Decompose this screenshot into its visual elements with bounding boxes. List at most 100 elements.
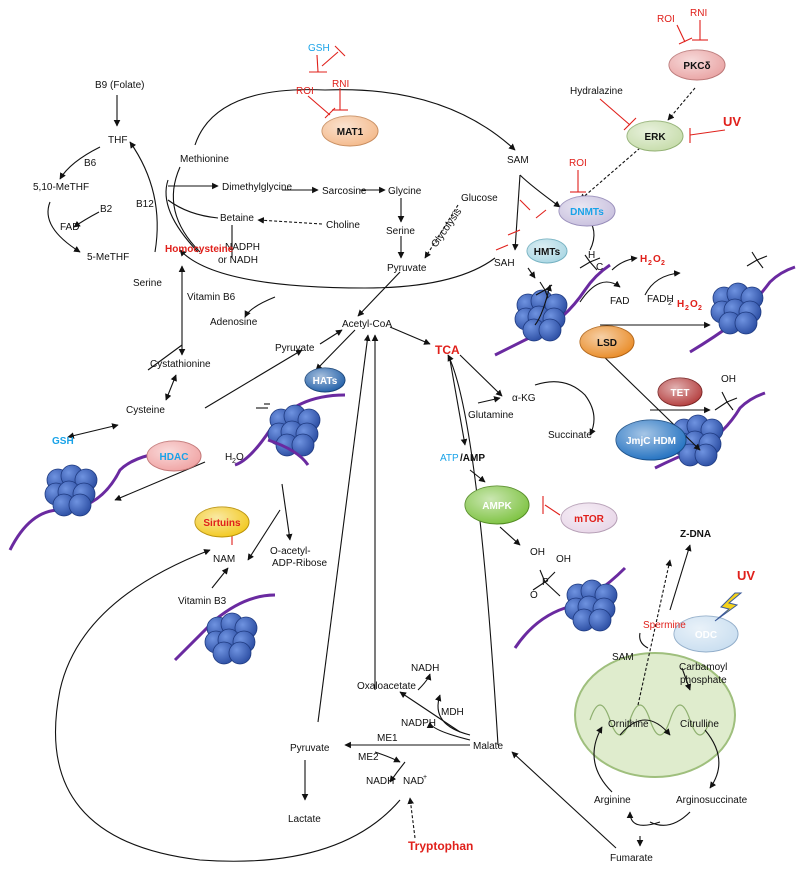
svg-text:FAD: FAD xyxy=(60,222,79,233)
svg-text:Arginine: Arginine xyxy=(594,795,631,806)
svg-text:ATP: ATP xyxy=(440,453,459,464)
nucleosome-jmjc xyxy=(654,391,766,470)
svg-text:ROI: ROI xyxy=(296,86,314,97)
svg-text:α-KG: α-KG xyxy=(512,393,536,404)
svg-text:LSD: LSD xyxy=(597,338,617,349)
svg-text:Serine: Serine xyxy=(386,226,415,237)
svg-text:Methionine: Methionine xyxy=(180,154,229,165)
methyl-group-icon xyxy=(256,251,768,597)
nucleosome-phospho xyxy=(513,566,627,649)
svg-text:Fumarate: Fumarate xyxy=(610,853,653,864)
svg-text:HDAC: HDAC xyxy=(160,452,189,463)
svg-text:NADPH: NADPH xyxy=(401,718,436,729)
svg-text:Citrulline: Citrulline xyxy=(680,719,719,730)
svg-text:Dimethylglycine: Dimethylglycine xyxy=(222,182,292,193)
svg-text:FADH: FADH xyxy=(647,294,674,305)
svg-text:Pyruvate: Pyruvate xyxy=(290,743,330,754)
svg-text:ADP-Ribose: ADP-Ribose xyxy=(272,558,327,569)
svg-text:RNI: RNI xyxy=(332,79,349,90)
svg-text:2: 2 xyxy=(685,305,689,312)
svg-text:Choline: Choline xyxy=(326,220,360,231)
svg-text:Glucose: Glucose xyxy=(461,193,498,204)
svg-text:ROI: ROI xyxy=(569,158,587,169)
svg-text:2: 2 xyxy=(698,305,702,312)
enzyme-jmjc: JmjC HDM xyxy=(615,419,687,461)
svg-text:Spermine: Spermine xyxy=(643,620,686,631)
svg-text:H: H xyxy=(640,254,647,265)
svg-text:2: 2 xyxy=(661,260,665,267)
svg-text:ME2: ME2 xyxy=(358,752,379,763)
nucleosome-nam xyxy=(173,593,276,665)
svg-text:UV: UV xyxy=(737,568,755,583)
svg-text:O: O xyxy=(530,590,538,601)
svg-text:Glycolysis: Glycolysis xyxy=(429,207,464,250)
svg-text:Pyruvate: Pyruvate xyxy=(275,343,315,354)
svg-text:Vitamin B3: Vitamin B3 xyxy=(178,596,227,607)
svg-text:TET: TET xyxy=(671,388,690,399)
svg-text:B12: B12 xyxy=(136,199,154,210)
svg-text:JmjC HDM: JmjC HDM xyxy=(626,436,676,447)
svg-text:DNMTs: DNMTs xyxy=(570,207,604,218)
svg-text:or NADH: or NADH xyxy=(218,255,258,266)
svg-text:P: P xyxy=(542,577,549,588)
svg-text:GSH: GSH xyxy=(52,436,74,447)
enzyme-pkc: PKCδ xyxy=(668,49,726,81)
svg-text:ME1: ME1 xyxy=(377,733,398,744)
svg-text:THF: THF xyxy=(108,135,127,146)
svg-text:Sarcosine: Sarcosine xyxy=(322,186,367,197)
svg-text:ROI: ROI xyxy=(657,14,675,25)
svg-text:Carbamoyl: Carbamoyl xyxy=(679,662,727,673)
enzyme-sirtuins: Sirtuins xyxy=(194,506,250,538)
enzyme-lsd: LSD xyxy=(579,325,635,359)
svg-text:HMTs: HMTs xyxy=(534,247,561,258)
svg-text:B2: B2 xyxy=(100,204,113,215)
svg-text:+: + xyxy=(423,774,427,781)
svg-text:Z-DNA: Z-DNA xyxy=(680,529,711,540)
lightning-icon xyxy=(714,592,743,622)
svg-text:O-acetyl-: O-acetyl- xyxy=(270,546,311,557)
svg-text:Sirtuins: Sirtuins xyxy=(203,518,241,529)
svg-text:O: O xyxy=(653,254,661,265)
svg-text:Hydralazine: Hydralazine xyxy=(570,86,623,97)
svg-text:SAM: SAM xyxy=(507,155,529,166)
svg-text:PKCδ: PKCδ xyxy=(683,61,710,72)
nucleosome-right-methyl xyxy=(689,265,796,354)
svg-text:NADH: NADH xyxy=(411,663,439,674)
svg-text:C: C xyxy=(596,262,603,273)
mitochondrion xyxy=(574,652,736,778)
pathway-labels: B9 (Folate) THF B6 5,10-MeTHF B2 FAD 5-M… xyxy=(33,8,755,864)
svg-text:SAH: SAH xyxy=(494,258,515,269)
svg-text:Cysteine: Cysteine xyxy=(126,405,165,416)
svg-text:OH: OH xyxy=(721,374,736,385)
nucleosome-left-methyl xyxy=(494,263,611,357)
svg-text:FAD: FAD xyxy=(610,296,629,307)
svg-text:UV: UV xyxy=(723,114,741,129)
svg-text:H: H xyxy=(588,250,595,261)
arrows xyxy=(47,87,720,862)
svg-text:TCA: TCA xyxy=(435,343,460,357)
svg-text:mTOR: mTOR xyxy=(574,514,605,525)
svg-text:MDH: MDH xyxy=(441,707,464,718)
svg-text:NADH: NADH xyxy=(366,776,394,787)
svg-text:H: H xyxy=(225,452,232,463)
svg-text:GSH: GSH xyxy=(308,43,330,54)
enzyme-hmts: HMTs xyxy=(526,238,568,264)
svg-text:AMPK: AMPK xyxy=(482,501,512,512)
svg-text:Pyruvate: Pyruvate xyxy=(387,263,427,274)
enzyme-mat1: MAT1 xyxy=(321,115,379,147)
svg-text:Malate: Malate xyxy=(473,741,503,752)
svg-text:Glycine: Glycine xyxy=(388,186,422,197)
enzyme-mtor: mTOR xyxy=(560,502,618,534)
enzyme-dnmts: DNMTs xyxy=(558,195,616,227)
svg-text:Lactate: Lactate xyxy=(288,814,321,825)
svg-text:2: 2 xyxy=(668,300,672,307)
mitochondrion-cristae xyxy=(589,704,711,736)
svg-text:2: 2 xyxy=(648,260,652,267)
svg-text:/AMP: /AMP xyxy=(460,453,485,464)
svg-text:NAM: NAM xyxy=(213,554,235,565)
svg-text:Serine: Serine xyxy=(133,278,162,289)
svg-text:Oxaloacetate: Oxaloacetate xyxy=(357,681,416,692)
svg-text:5,10-MeTHF: 5,10-MeTHF xyxy=(33,182,89,193)
svg-text:RNI: RNI xyxy=(690,8,707,19)
svg-text:Adenosine: Adenosine xyxy=(210,317,258,328)
